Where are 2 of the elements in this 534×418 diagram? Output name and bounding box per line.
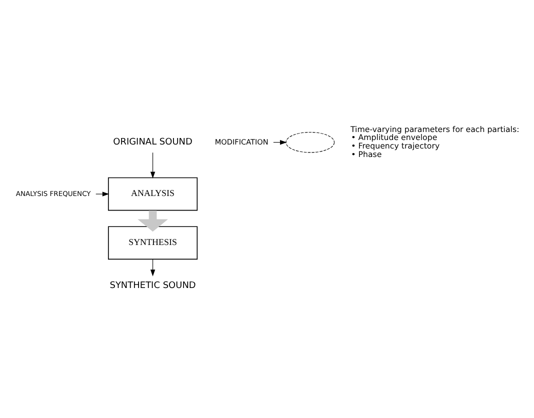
- node-text: SYNTHETIC SOUND: [110, 280, 196, 290]
- node-text: ORIGINAL SOUND: [113, 136, 192, 147]
